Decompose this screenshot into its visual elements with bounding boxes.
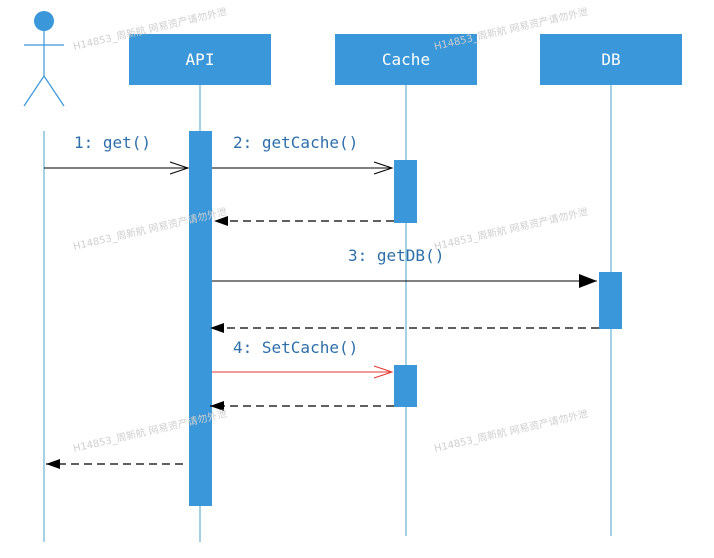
participant-db-box (540, 34, 682, 85)
actor-left-leg (23, 75, 45, 107)
participant-cache: Cache (335, 34, 477, 85)
activation-cache-1 (394, 160, 417, 223)
participant-api-box (129, 34, 271, 85)
message-set-cache-label: 4: SetCache() (233, 338, 358, 357)
participant-db-label: DB (601, 50, 620, 69)
activation-db (599, 272, 622, 329)
message-get-cache-label: 2: getCache() (233, 133, 358, 152)
actor-right-leg (43, 75, 65, 107)
watermark-6: H14853_周新航 网易资产请勿外泄 (433, 407, 589, 455)
participant-cache-box (335, 34, 477, 85)
message-get-db-label: 3: getDB() (348, 246, 444, 265)
participant-api: API (129, 34, 271, 85)
actor-head (34, 11, 54, 31)
message-get-label: 1: get() (74, 133, 151, 152)
activation-api (189, 131, 212, 506)
participant-api-label: API (186, 50, 215, 69)
actor-figure (23, 11, 65, 107)
participant-db: DB (540, 34, 682, 85)
participant-cache-label: Cache (382, 50, 430, 69)
watermark-4: H14853_周新航 网易资产请勿外泄 (433, 205, 589, 253)
activation-cache-2 (394, 365, 417, 407)
